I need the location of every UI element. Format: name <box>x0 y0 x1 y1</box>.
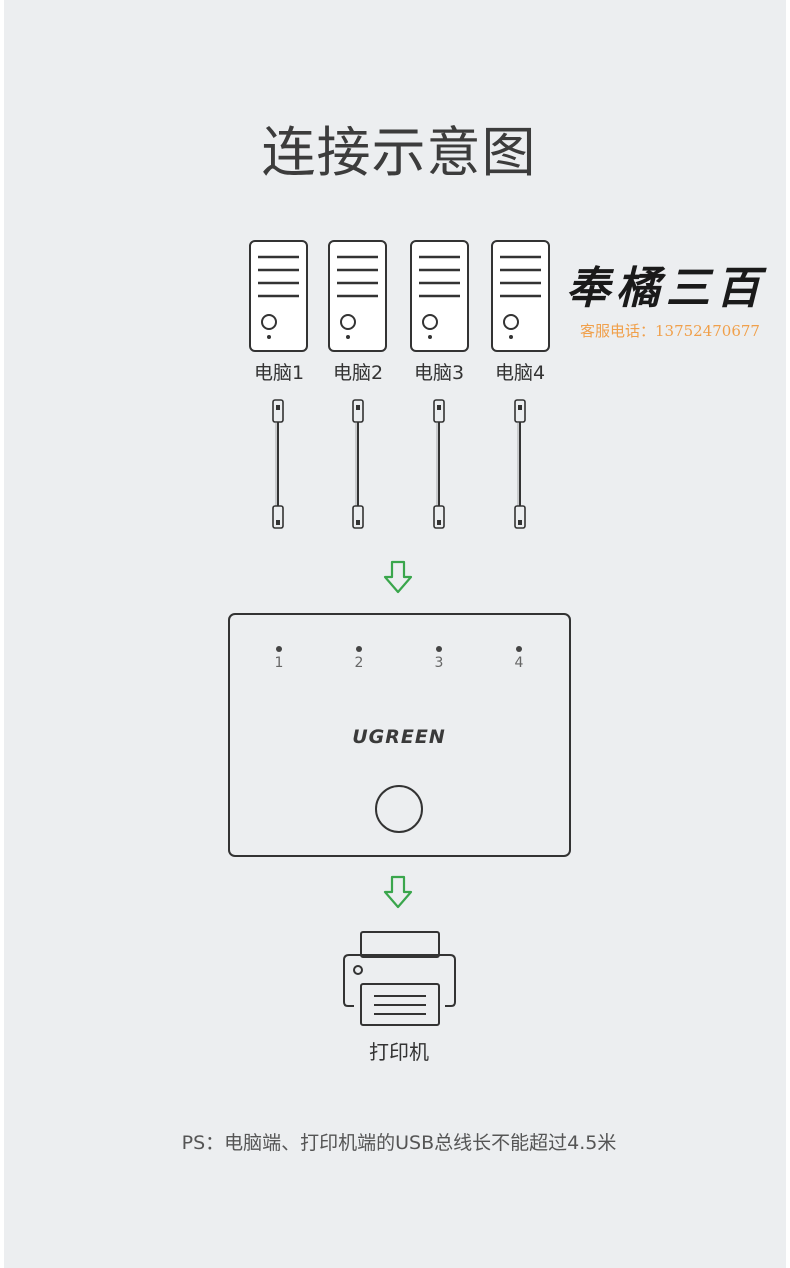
printer-label: 打印机 <box>369 1040 429 1064</box>
computer-3-label: 电脑3 <box>413 362 465 384</box>
down-arrow-icon <box>383 875 413 909</box>
port-4-label: 4 <box>514 655 524 671</box>
usb-cable-4-icon <box>514 399 526 529</box>
port-3-label: 3 <box>434 655 444 671</box>
computer-3-icon <box>409 239 470 353</box>
page-title: 连接示意图 <box>261 121 537 184</box>
computer-4-icon <box>490 239 551 353</box>
port-1-label: 1 <box>274 655 284 671</box>
computer-1-icon <box>248 239 309 353</box>
down-arrow-icon <box>383 560 413 594</box>
watermark-phone: 客服电话：13752470677 <box>580 322 760 340</box>
usb-switch-icon <box>228 613 571 857</box>
port-2-label: 2 <box>354 655 364 671</box>
brand-logo: UGREEN <box>352 726 446 748</box>
usb-cable-3-icon <box>433 399 445 529</box>
diagram-graphics <box>228 239 571 1026</box>
usb-cable-2-icon <box>352 399 364 529</box>
watermark-seal: 奉橘三百 <box>566 263 766 314</box>
footnote: PS：电脑端、打印机端的USB总线长不能超过4.5米 <box>181 1132 617 1154</box>
computer-1-label: 电脑1 <box>253 362 305 384</box>
usb-cable-1-icon <box>272 399 284 529</box>
printer-icon <box>343 931 456 1026</box>
computer-2-icon <box>327 239 388 353</box>
computer-2-label: 电脑2 <box>332 362 384 384</box>
computer-4-label: 电脑4 <box>494 362 546 384</box>
